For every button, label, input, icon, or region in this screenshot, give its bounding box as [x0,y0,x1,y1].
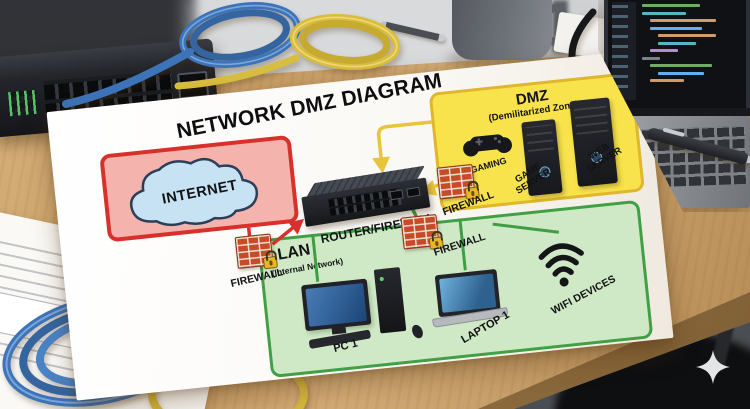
internet-cloud: INTERNET [114,142,285,237]
code-editor-lines [642,4,742,100]
laptop-hinge [598,108,750,116]
router-uplink-port [389,189,404,201]
firewall-icon-dmz [436,163,480,200]
file-tree-lines [612,2,628,88]
pc-mouse [409,323,426,341]
gamepad-icon [463,134,512,157]
code-line [650,49,678,52]
firewall-icon-internet [234,233,279,270]
code-line [650,79,684,82]
code-line [642,4,700,7]
laptop-screen [604,0,750,108]
code-line [650,26,702,30]
firewall-icon-lan [400,213,444,250]
code-line [658,34,716,37]
pc-monitor [301,278,372,332]
code-line [650,19,716,22]
sparkle-icon [696,350,730,384]
code-line [658,71,704,75]
router-uplink-port [406,186,421,198]
switch-led-indicators [8,89,38,117]
dmz-zone-box: DMZ (Demilitarized Zone) GAMING GAME SER… [428,71,646,213]
code-line [642,56,660,60]
code-line [650,64,712,67]
pc-tower [373,267,407,334]
lan-zone-box: LAN (Internal Network) PC 1 LAPTOP 1 WIF… [256,199,654,379]
coffee-mug [452,0,552,60]
code-line [658,41,696,45]
wifi-icon [538,243,584,287]
internet-zone-box: INTERNET [99,134,300,243]
code-line [642,11,686,15]
yellow-line-dmz-router [376,120,432,162]
